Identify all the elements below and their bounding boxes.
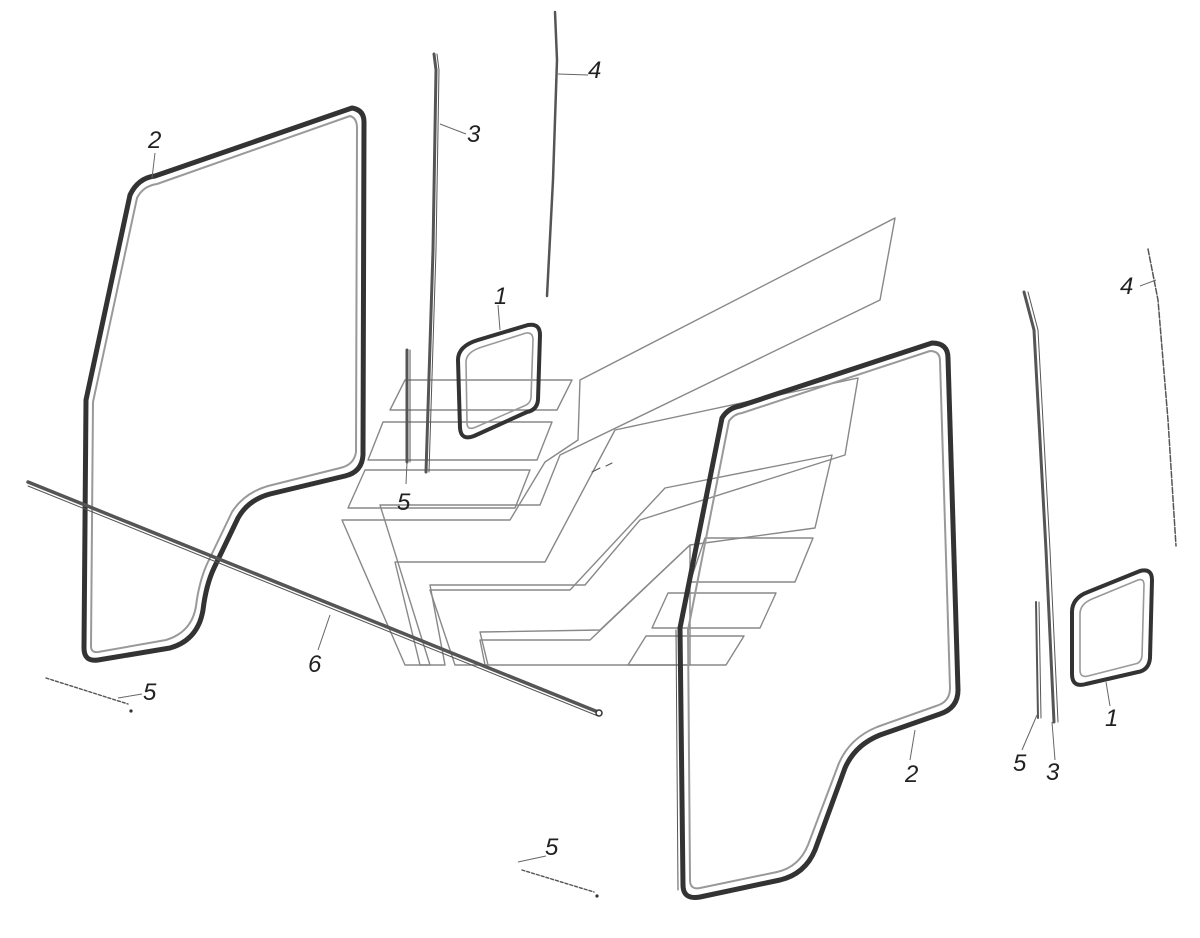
- right-vent-window-seal: [1070, 568, 1154, 687]
- callout-left-frame: 2: [147, 127, 161, 154]
- callout-right-strip-long: 3: [1046, 759, 1060, 786]
- callout-right-vent-window: 1: [1105, 705, 1118, 732]
- callout-left-vent-window: 1: [494, 283, 507, 310]
- callout-right-short-strip: 5: [1013, 750, 1027, 777]
- callout-right-strip-top: 4: [1120, 273, 1133, 300]
- callout-left-strip-top: 4: [588, 57, 601, 84]
- callout-left-strip-long: 3: [467, 121, 481, 148]
- background-emblem: [341, 217, 896, 666]
- right-glass-strips: [1022, 248, 1177, 724]
- left-vent-window-seal: [456, 322, 542, 440]
- callout-left-short-strip: 5: [397, 489, 411, 516]
- bottom-center-clip: [521, 869, 599, 898]
- callout-long-cord: 6: [308, 651, 322, 678]
- callout-labels: 2 3 4 1 5 5 6 5 4 2 5 3 1: [143, 57, 1133, 861]
- callout-bottom-left-clip: 5: [143, 679, 157, 706]
- leader-lines: [117, 73, 1157, 863]
- callout-right-frame: 2: [904, 761, 918, 788]
- long-cord: [26, 480, 603, 717]
- left-glass-strips: [405, 10, 559, 474]
- bottom-left-clip: [45, 677, 133, 713]
- left-door-seal-frame: [81, 105, 367, 663]
- right-door-seal-frame: [675, 340, 961, 900]
- callout-bottom-center-clip: 5: [545, 834, 559, 861]
